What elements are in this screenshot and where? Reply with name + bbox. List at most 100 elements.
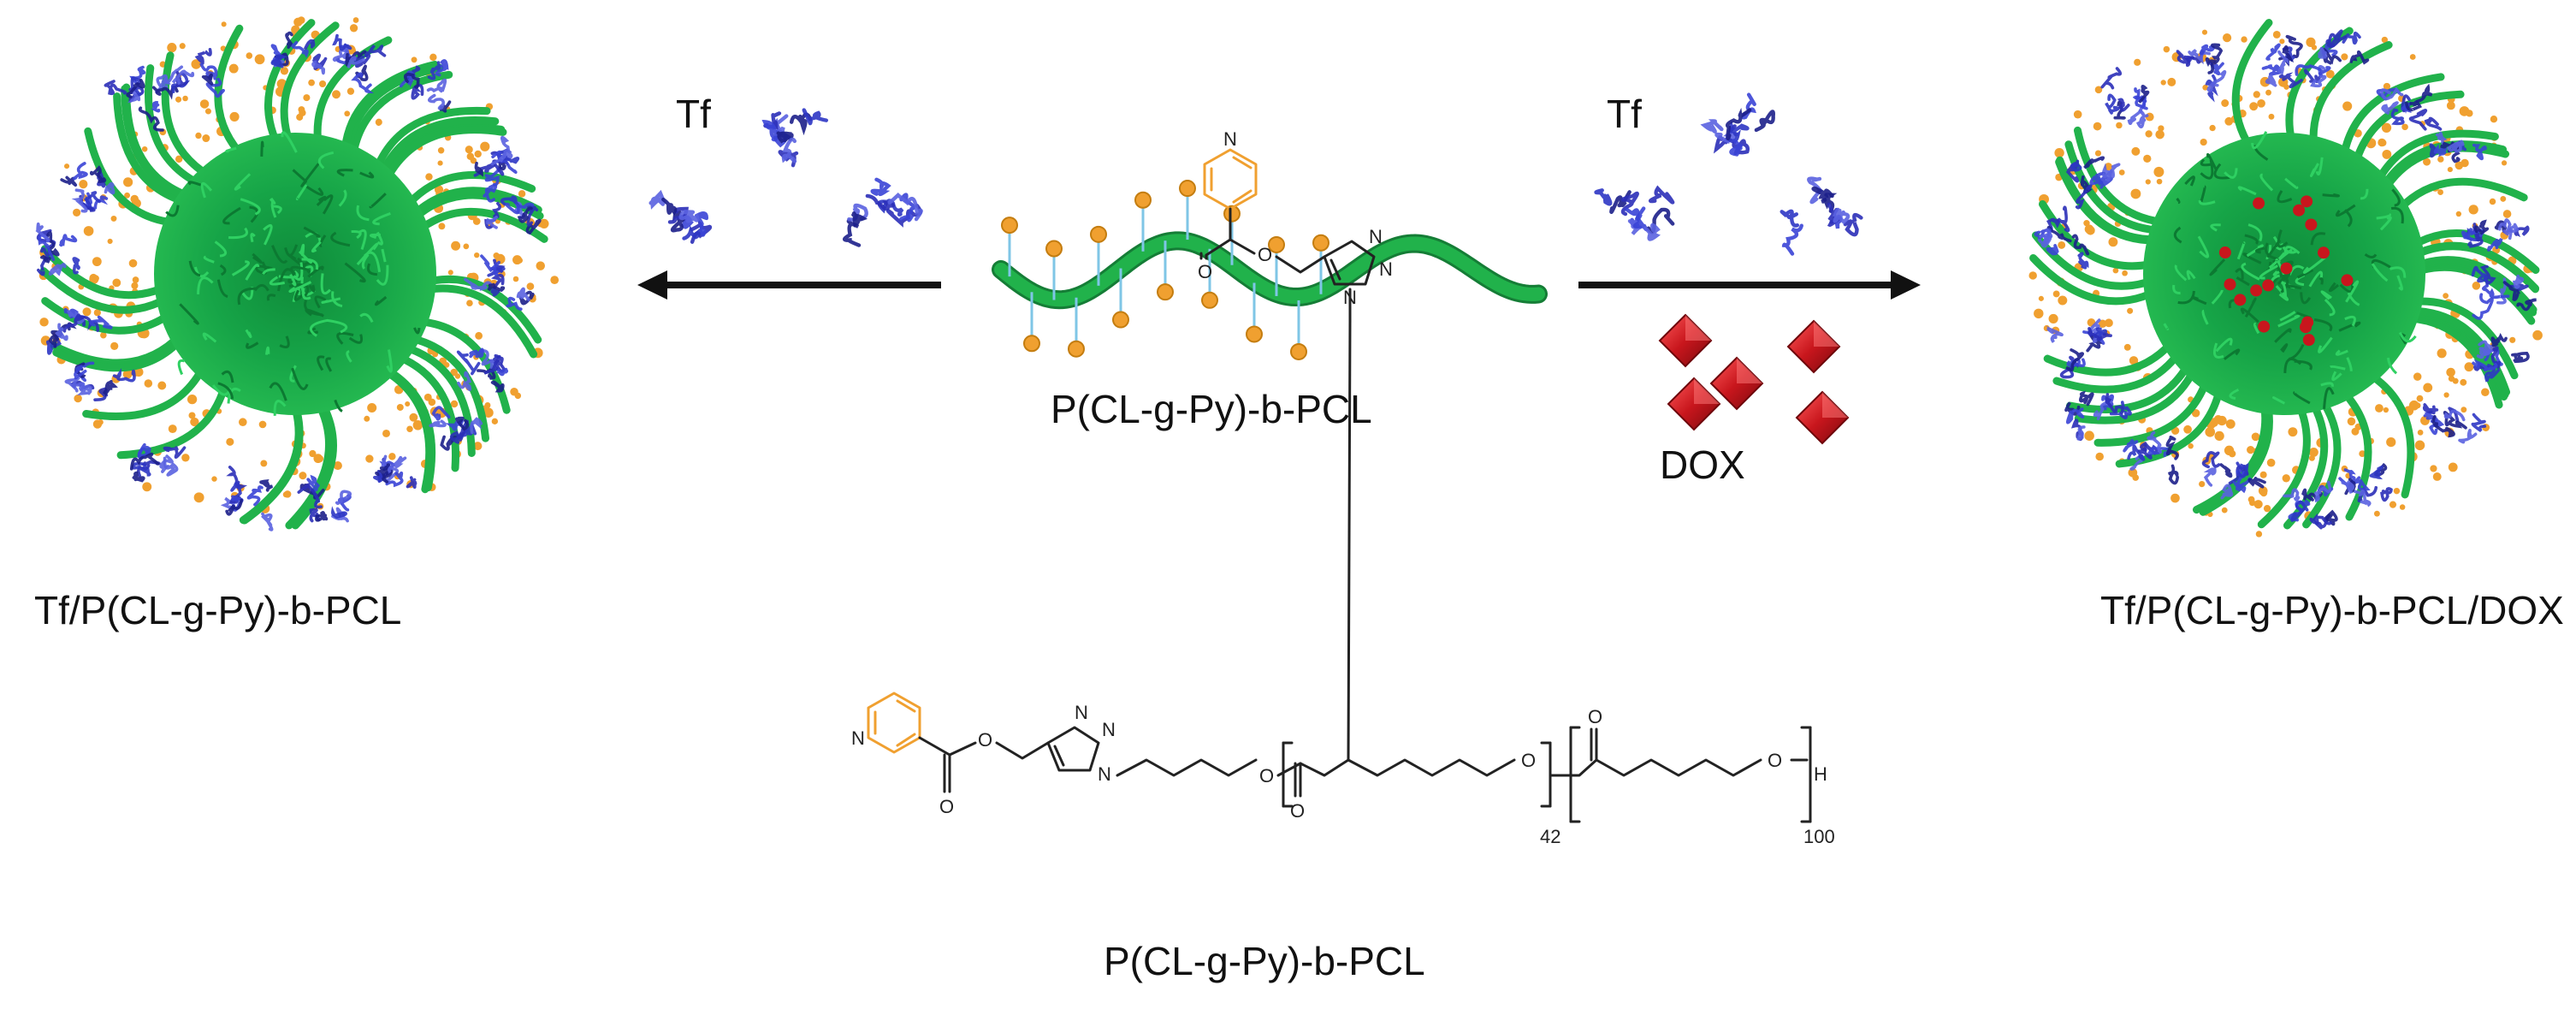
pyridine-dot [2532,329,2543,341]
core-strand [321,297,341,304]
core-strand [2329,282,2340,293]
core-strand [376,231,383,246]
pyridine-ball [1068,340,1085,358]
pyridine-dot [411,56,417,63]
pyridine-dot [526,282,535,290]
core-strand [307,265,324,278]
chemical-structure: N O O N N N N [851,128,1835,847]
core-strand [314,295,327,309]
pyridine-dot [2437,156,2444,163]
pyridine-dot [2393,487,2401,495]
pyridine-dot [2383,82,2391,91]
transferrin-protein-icon [2338,462,2393,508]
pyridine-dot [168,424,177,434]
transferrin-protein-icon [2065,156,2121,210]
core-strand [200,182,213,199]
pyridine-dot [2501,160,2508,166]
transferrin-protein-icon [372,454,417,490]
pyridine-dot [92,257,102,267]
pyridine-dot [405,401,411,407]
core-strand [2253,322,2260,335]
pyridine-ball [1312,234,1329,252]
dox-facet [1685,315,1711,341]
core-strand [284,244,299,257]
pyridine-dot [352,17,359,23]
core-strand [2371,263,2389,282]
transferrin-proteins-left [648,108,923,247]
pyridine-dot [280,67,289,75]
dox-label: DOX [1660,442,1745,487]
pyridine-dot [450,400,459,408]
pyridine-dot [2268,113,2275,120]
core-strand [331,291,343,308]
pyridine-dot [2145,130,2153,138]
transferrin-protein-icon [483,183,542,235]
triazole-n1-left: N [1075,702,1088,723]
core-strand [217,382,234,400]
core-strand [356,242,379,265]
core-strand [2200,159,2214,180]
pyridine-dot [211,476,217,482]
triazole-ring-top [1323,240,1376,286]
core-strand [2224,348,2241,360]
pyridine-dot [303,94,311,102]
core-strand [2308,270,2324,288]
core-strand [2300,292,2312,305]
pyridine-dot [2108,237,2118,247]
core-strand [293,289,305,301]
polymer-label-center: P(CL-g-Py)-b-PCL [1051,387,1372,431]
dox-particle [2250,284,2263,297]
tf-label-right: Tf [1607,92,1642,136]
core-strand [2280,281,2288,299]
micelle-left-icon [35,16,560,531]
pyridine-dot [2416,395,2424,402]
core-strand [222,206,241,225]
pyridine-ball [1201,291,1218,309]
dox-facet [1737,358,1762,383]
pyridine-dot [2490,116,2498,123]
triazole-n1-top: N [1369,226,1383,247]
oxygen-pcl: O [1768,750,1782,771]
transferrin-protein-icon [648,189,713,244]
repeat-count-100: 100 [1803,826,1835,847]
pyridine-dot [2279,39,2285,45]
transferrin-protein-icon [2034,205,2090,270]
pyridine-dot [2455,161,2464,170]
pyridine-dot [246,52,253,59]
pyridine-dot [2183,424,2192,434]
pyridine-dot [191,59,201,69]
micelle-right-label: Tf/P(CL-g-Py)-b-PCL/DOX [2100,588,2564,632]
pyridine-dot [2199,480,2206,488]
pyridine-dot [2448,462,2458,472]
core-strand [260,140,264,157]
core-strand [2335,204,2356,217]
core-strand [2209,258,2226,276]
core-strand [327,318,348,334]
core-strand [301,288,311,300]
core-strand [2211,289,2224,305]
pyridine-dot [2409,54,2416,60]
pyridine-dot [2224,116,2234,126]
transferrin-protein-icon [2064,390,2132,441]
transferrin-protein-icon [2472,333,2530,383]
core-strand [2206,153,2218,172]
core-strand [2318,336,2333,353]
core-strand [263,224,273,246]
pyridine-dot [2093,122,2102,131]
core-strand [2259,173,2274,192]
pyridine-dot [428,398,436,407]
core-strand [2279,311,2296,322]
dox-facet [1694,378,1720,404]
core-strand [2224,168,2238,179]
pyridine-ball [1023,335,1040,353]
pyridine-dot [2259,489,2268,497]
pyridine-dot [110,341,119,350]
core-strand [2398,331,2417,343]
triazole-n2-left: N [1102,719,1116,740]
pyridine-dot [2263,504,2271,513]
core-strand [2338,321,2361,332]
pyridine-dot [39,318,49,327]
pyridine-dot [2351,427,2360,436]
pyridine-dot [2446,367,2455,377]
pyridine-dot [2266,458,2276,467]
